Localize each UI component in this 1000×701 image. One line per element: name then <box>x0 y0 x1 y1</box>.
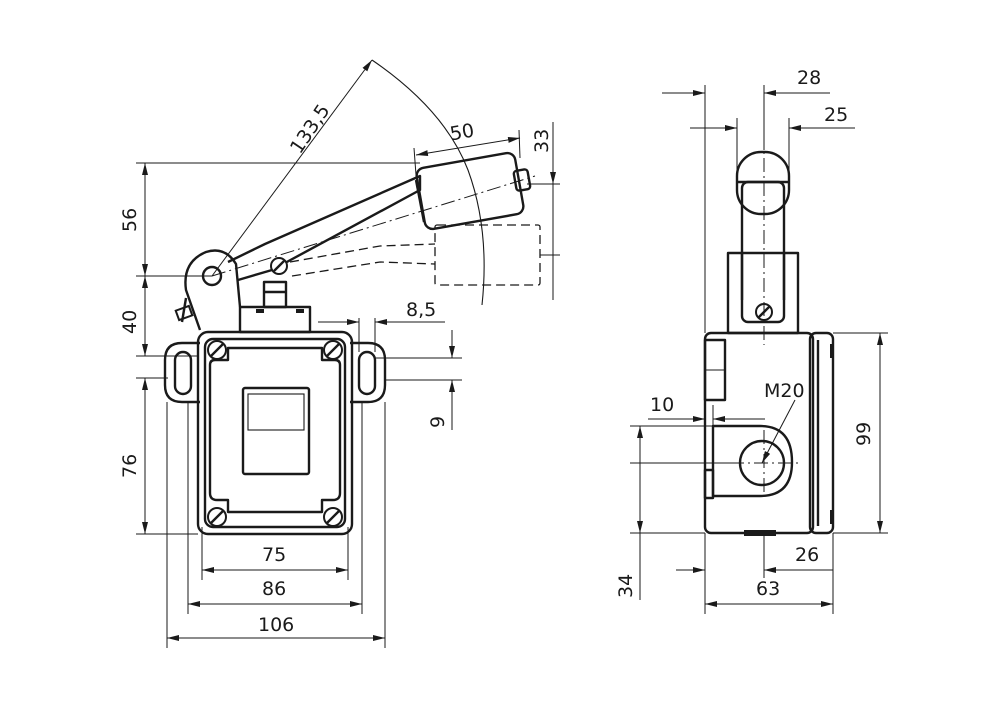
dim-height-lower: 40 <box>119 310 141 334</box>
lever-hub <box>184 249 242 331</box>
side-view: 28 25 10 M20 99 26 63 <box>615 67 888 614</box>
dim-hole-spacing: 75 <box>262 544 286 566</box>
dim-body-width: 86 <box>262 578 286 600</box>
roller-alternate <box>434 224 541 286</box>
housing-outer <box>196 330 354 536</box>
dim-side-depth: 63 <box>756 578 780 600</box>
dim-height-upper: 56 <box>119 208 141 232</box>
label-window <box>241 386 311 476</box>
right-mounting-slot <box>357 350 377 396</box>
screw-top-right <box>323 340 343 360</box>
dim-arm-radius: 133,5 <box>286 100 335 157</box>
roller <box>415 151 525 231</box>
conduit-entry <box>711 424 794 498</box>
side-cover <box>808 331 835 535</box>
label-window-inner <box>247 393 305 431</box>
dim-body-height: 76 <box>119 454 141 478</box>
dim-slot-height: 9 <box>427 416 449 428</box>
lever-arm <box>227 174 422 282</box>
front-view: 133,5 50 33 56 40 76 8,5 <box>119 59 560 648</box>
screw-bottom-left <box>207 507 227 527</box>
dim-thread: M20 <box>764 380 805 402</box>
side-housing <box>703 331 815 535</box>
left-mounting-slot <box>173 350 193 396</box>
dim-side-depth-offset: 26 <box>795 544 819 566</box>
dim-side-roller-width: 25 <box>824 104 848 126</box>
dim-slot-width: 8,5 <box>406 299 436 321</box>
left-mounting-ear <box>163 341 200 404</box>
dim-side-width-top: 28 <box>797 67 821 89</box>
dim-side-offset: 10 <box>650 394 674 416</box>
housing-inner-frame <box>203 337 347 529</box>
cover-plate <box>208 346 342 514</box>
dim-roller-length: 50 <box>448 120 476 146</box>
dim-overall-width: 106 <box>258 614 294 636</box>
screw-bottom-right <box>323 507 343 527</box>
screw-top-left <box>207 340 227 360</box>
dim-roller-diameter: 33 <box>531 129 553 153</box>
dim-side-body-height: 99 <box>853 422 875 446</box>
dim-side-conduit-height: 34 <box>615 574 637 598</box>
plunger <box>262 280 288 309</box>
swing-arc <box>371 59 485 306</box>
